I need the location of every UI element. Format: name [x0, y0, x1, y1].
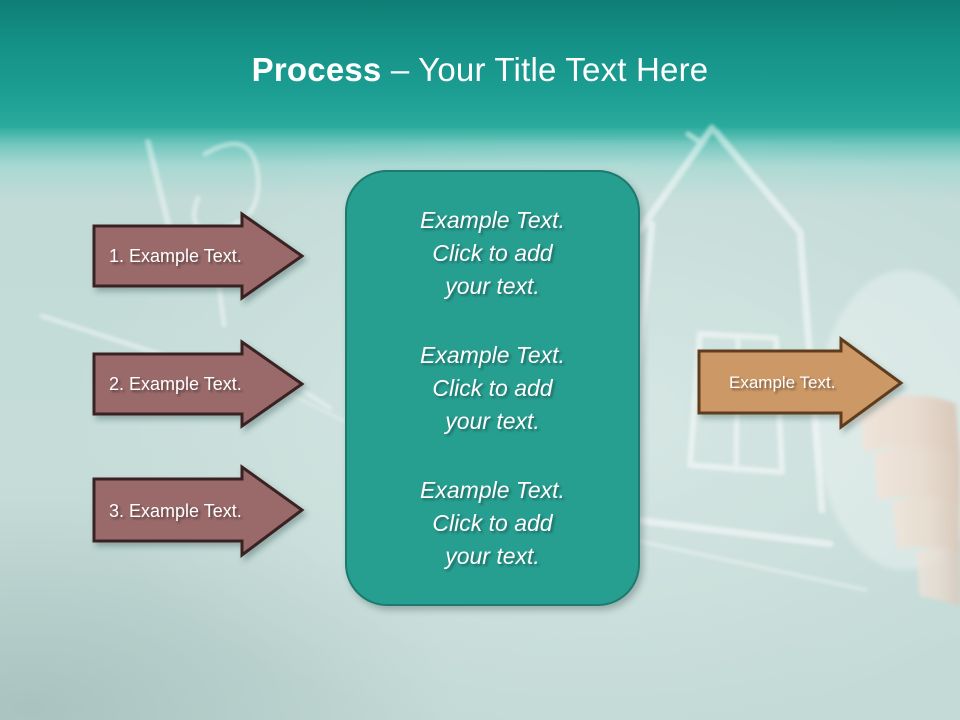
process-step-arrow-2[interactable]: 2. Example Text. — [92, 339, 305, 429]
center-text-block-2: Example Text. Click to add your text. — [371, 339, 614, 438]
center-text-panel[interactable]: Example Text. Click to add your text. Ex… — [345, 170, 640, 606]
center-block-1-line-2: Click to add — [432, 239, 553, 266]
title-rest-part: – Your Title Text Here — [381, 51, 709, 88]
center-block-2-line-2: Click to add — [432, 374, 553, 401]
process-step-arrow-2-label: 2. Example Text. — [109, 374, 242, 394]
title-bold-part: Process — [251, 51, 382, 88]
arrow-right-icon — [697, 336, 904, 430]
process-step-arrow-3[interactable]: 3. Example Text. — [92, 464, 305, 558]
process-step-arrow-1[interactable]: 1. Example Text. — [92, 211, 305, 301]
center-text-block-3: Example Text. Click to add your text. — [371, 474, 614, 573]
slide-title: Process – Your Title Text Here — [0, 50, 960, 90]
center-text-block-1: Example Text. Click to add your text. — [371, 204, 614, 303]
center-block-3-line-2: Click to add — [432, 509, 553, 536]
center-block-3-line-1: Example Text. — [420, 476, 565, 503]
arrow-right-icon — [92, 339, 305, 429]
arrow-right-icon — [92, 464, 305, 558]
center-block-1-line-1: Example Text. — [420, 206, 565, 233]
output-arrow-label: Example Text. — [729, 373, 836, 392]
arrow-right-icon — [92, 211, 305, 301]
process-step-arrow-3-label: 3. Example Text. — [109, 501, 242, 521]
center-block-2-line-3: your text. — [445, 407, 540, 434]
center-block-3-line-3: your text. — [445, 542, 540, 569]
center-block-2-line-1: Example Text. — [420, 341, 565, 368]
process-step-arrow-1-label: 1. Example Text. — [109, 246, 242, 266]
output-arrow[interactable]: Example Text. — [697, 336, 904, 430]
center-block-1-line-3: your text. — [445, 272, 540, 299]
